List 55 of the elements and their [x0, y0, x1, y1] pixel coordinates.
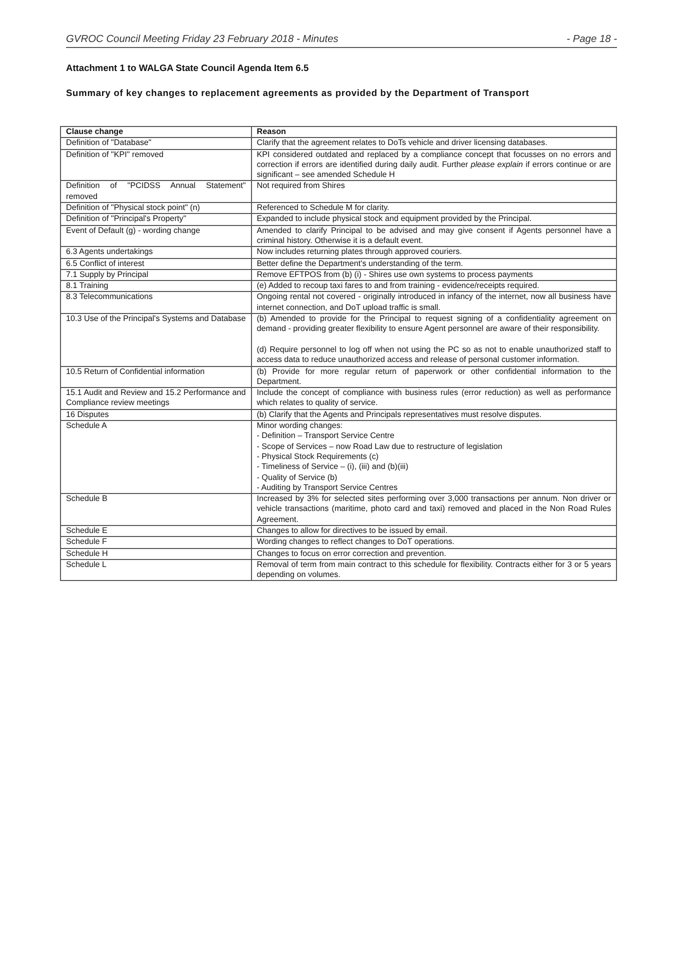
clause-text: 8.3 Telecommunications: [66, 292, 154, 303]
reason-text: Better define the Department's understanding of the term.: [256, 258, 464, 269]
reason-text: Expanded to include physical stock and equipment provided by the Principal.: [256, 214, 533, 225]
reason-text: KPI considered outdated and replaced by a compliance concept that focusses on no errors and correction if errors are identified during daily audit. Further please explain if errors continue or are significant – see amended Schedule H: [256, 150, 611, 180]
reason-text: (b) Clarify that the Agents and Principals representatives must resolve disputes.: [256, 410, 542, 420]
list-item: - Quality of Service (b): [256, 472, 338, 483]
clause-text: 15.1 Audit and Review and 15.2 Performance and Compliance review meetings: [66, 388, 246, 409]
page-number: - Page 18 -: [566, 34, 617, 46]
reason-text: Changes to allow for directives to be issued by email.: [256, 526, 448, 536]
clause-text: 10.5 Return of Confidential information: [66, 366, 206, 377]
clause-text: Definition of "Principal's Property": [66, 214, 188, 225]
reason-text: (e) Added to recoup taxi fares to and from training - evidence/receipts required.: [256, 281, 540, 292]
page-header-text: GVROC Council Meeting Friday 23 February 2018 - Minutes: [66, 34, 338, 46]
reason-text: Referenced to Schedule M for clarity.: [256, 203, 390, 214]
reason-text: Increased by 3% for selected sites performing over 3,000 transactions per annum. Non driver or vehicle transactions (maritime, photo card and taxi) removed and placed in the Non Road Rules Agreement.: [256, 494, 611, 525]
reason-text: Minor wording changes:: [256, 421, 344, 432]
reason-text: Ongoing rental not covered - originally introduced in infancy of the internet, now all business have internet connection, and DoT upload traffic is small.: [256, 292, 611, 314]
reason-text: Clarify that the agreement relates to DoTs vehicle and driver licensing databases.: [256, 138, 548, 149]
clause-text: 10.3 Use of the Principal's Systems and Database: [66, 314, 246, 324]
column-header: Clause change: [66, 127, 124, 138]
reason-text: Remove EFTPOS from (b) (i) - Shires use own systems to process payments: [256, 270, 534, 280]
reason-text: Removal of term from main contract to this schedule for flexibility. Contracts either for 3 or 5 years depending on volumes.: [256, 560, 611, 580]
clause-text: 6.3 Agents undertakings: [66, 247, 154, 258]
reason-text: Not required from Shires: [256, 181, 346, 192]
clause-text: 8.1 Training: [66, 281, 110, 292]
clause-text: Definition of "KPI" removed: [66, 150, 165, 160]
reason-text: Now includes returning plates through approved couriers.: [256, 247, 463, 258]
clause-text: Schedule E: [66, 526, 108, 536]
attachment-heading: Attachment 1 to WALGA State Council Agenda Item 6.5: [66, 62, 309, 74]
list-item: - Timeliness of Service – (i), (iii) and (b)(iii): [256, 462, 410, 472]
list-item: - Auditing by Transport Service Centres: [256, 482, 399, 494]
clause-text: 16 Disputes: [66, 410, 110, 420]
reason-text: Changes to focus on error correction and prevention.: [256, 548, 448, 559]
document-title: Summary of key changes to replacement agreements as provided by the Department of Transport: [66, 87, 530, 100]
clause-text: Schedule A: [66, 421, 108, 432]
list-item: - Scope of Services – now Road Law due to restructure of legislation: [256, 442, 504, 452]
reason-text: Wording changes to reflect changes to DoT operations.: [256, 537, 456, 548]
reason-text: (b) Amended to provide for the Principal to request signing of a confidentiality agreement on demand - providing greater flexibility to ensure Agent personnel are aware of their responsibility.: [256, 314, 611, 335]
clause-text: Definition of "PCIDSS Annual Statement" removed: [66, 181, 246, 202]
clause-text: Schedule L: [66, 560, 108, 570]
clause-text: 7.1 Supply by Principal: [66, 270, 150, 280]
reason-text: (b) Provide for more regular return of paperwork or other confidential information to the Department.: [256, 366, 611, 388]
reason-text: Amended to clarify Principal to be advised and may give consent if Agents personnel have a criminal history. Otherwise it is a default event.: [256, 226, 611, 246]
reason-text: Include the concept of compliance with business rules (error reduction) as well as performance which relates to quality of service.: [256, 388, 611, 409]
list-item: - Physical Stock Requirements (c): [256, 452, 380, 462]
clause-text: Definition of "Physical stock point" (n): [66, 203, 201, 214]
list-item: - Definition – Transport Service Centre: [256, 431, 396, 442]
column-header: Reason: [256, 127, 287, 138]
reason-text: (d) Require personnel to log off when not using the PC so as not to enable unauthorized staff to access data to reduce unauthorized access and release of personal customer information.: [256, 344, 611, 366]
clause-text: Schedule F: [66, 537, 108, 548]
clause-text: Event of Default (g) - wording change: [66, 226, 202, 236]
clause-text: Schedule H: [66, 548, 109, 559]
clause-text: Definition of "Database": [66, 138, 152, 149]
clause-text: 6.5 Conflict of interest: [66, 258, 146, 269]
clause-text: Schedule B: [66, 494, 108, 504]
